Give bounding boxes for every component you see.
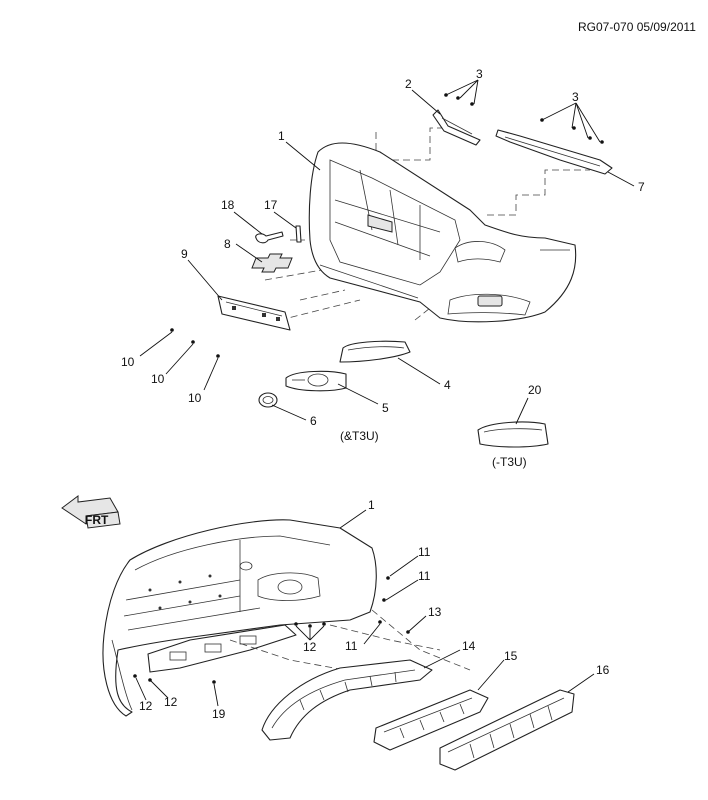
callout-5: 5 [382,401,389,415]
part-8-emblem [251,253,293,273]
callout-11-a: 11 [418,545,431,559]
part-18-clip [255,231,284,244]
part-17-pin [295,225,302,243]
callout-19: 19 [212,707,226,721]
part-9-plate-bracket [217,295,291,331]
callout-3-a: 3 [476,67,483,81]
note-with-t3u: (&T3U) [340,429,379,443]
part-5-fog-grille [285,370,347,392]
callout-12-a: 12 [303,640,317,654]
callout-17: 17 [264,198,278,212]
callout-10-a: 10 [121,355,135,369]
callout-20: 20 [528,383,542,397]
callout-8: 8 [224,237,231,251]
callout-18: 18 [221,198,235,212]
leaders-top [139,79,635,425]
part-20-lamp-cover [477,421,549,448]
front-arrow-label: FRT [85,513,109,527]
front-direction-arrow-icon: FRT [61,495,121,529]
bumper-fascia-bottom [102,519,377,717]
part-7-upper-retainer [495,129,613,175]
callout-10-c: 10 [188,391,202,405]
callout-9: 9 [181,247,188,261]
callout-10-b: 10 [151,372,165,386]
callout-12-c: 12 [164,695,178,709]
callout-1-top: 1 [278,129,285,143]
bumper-fascia-top [308,142,577,323]
part-14-absorber [261,659,433,741]
callout-3-b: 3 [572,90,579,104]
part-15-bracket [373,689,489,751]
part-19-deflector [147,624,297,673]
drawing-reference: RG07-070 05/09/2011 [578,20,696,34]
note-without-t3u: (-T3U) [492,455,527,469]
fasteners-10 [170,328,220,358]
callout-11-c: 11 [345,639,358,653]
callout-16: 16 [596,663,610,677]
callout-6: 6 [310,414,317,428]
callout-13: 13 [428,605,442,619]
part-2-bracket [432,109,481,146]
callout-1-bottom: 1 [368,498,375,512]
callout-2: 2 [405,77,412,91]
leaders-bottom [135,509,595,707]
callout-7: 7 [638,180,645,194]
callout-11-b: 11 [418,569,431,583]
part-4-lamp-bezel [339,340,411,363]
callout-4: 4 [444,378,451,392]
part-16-lower-absorber [439,689,575,771]
part-6-ring [258,392,278,408]
callout-14: 14 [462,639,476,653]
fasteners-bottom [133,576,410,684]
callout-12-b: 12 [139,699,153,713]
callout-15: 15 [504,649,518,663]
